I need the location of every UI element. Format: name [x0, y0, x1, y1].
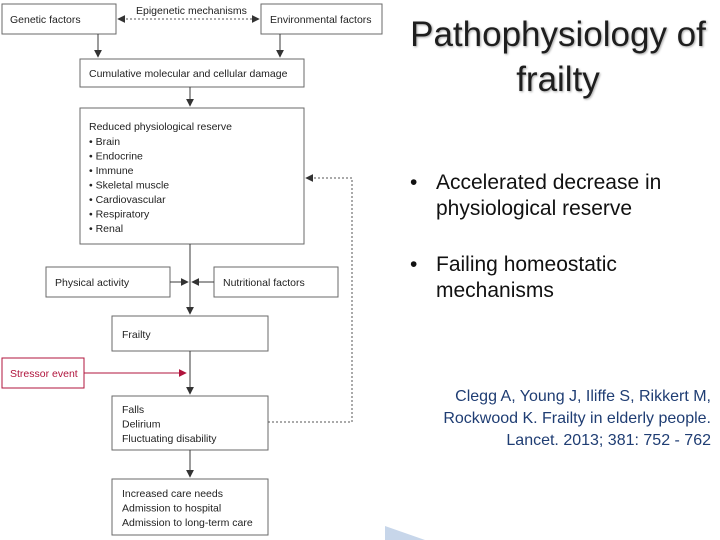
frailty-pathway-diagram: Genetic factors Epigenetic mechanisms En…: [1, 3, 383, 536]
stressor-event-label: Stressor event: [10, 368, 78, 380]
care-item: Admission to hospital: [122, 503, 221, 515]
stressor-event-box: [1, 357, 85, 389]
corner-decoration-shape: [385, 526, 425, 540]
feedback-dashed-arrow: [268, 174, 353, 423]
outcomes-box: [111, 395, 269, 451]
slide-title: Pathophysiology of frailty: [410, 15, 706, 99]
bullet-list: • Accelerated decrease in physiological …: [410, 170, 710, 334]
bullet-marker: •: [410, 171, 418, 194]
care-box: [111, 478, 269, 536]
care-item: Increased care needs: [122, 488, 223, 500]
reserve-item: • Endocrine: [89, 151, 143, 163]
reserve-item: • Skeletal muscle: [89, 180, 169, 192]
citation: Clegg A, Young J, Iliffe S, Rikkert M, R…: [443, 388, 711, 449]
reserve-item: • Respiratory: [89, 209, 150, 221]
care-item: Admission to long-term care: [122, 517, 253, 529]
reserve-item: • Brain: [89, 136, 120, 148]
environmental-factors-box: [260, 3, 383, 35]
outcome-item: Falls: [122, 404, 144, 416]
environmental-factors-label: Environmental factors: [270, 14, 372, 26]
nutritional-factors-label: Nutritional factors: [223, 277, 305, 289]
reserve-item: • Cardiovascular: [89, 194, 166, 206]
reduced-reserve-box: [79, 107, 305, 245]
epigenetic-mechanisms-label: Epigenetic mechanisms: [136, 5, 247, 17]
cumulative-damage-label: Cumulative molecular and cellular damage: [89, 68, 288, 80]
bullet-text: Failing homeostatic mechanisms: [436, 253, 617, 302]
physical-activity-label: Physical activity: [55, 277, 130, 289]
frailty-label: Frailty: [122, 329, 151, 341]
reserve-item: • Renal: [89, 223, 123, 235]
bullet-item: • Accelerated decrease in physiological …: [410, 170, 710, 222]
physical-activity-box: [45, 266, 171, 298]
bullet-text: Accelerated decrease in physiological re…: [436, 171, 662, 220]
outcome-item: Delirium: [122, 419, 161, 431]
genetic-factors-box: [1, 3, 117, 35]
outcome-item: Fluctuating disability: [122, 433, 217, 445]
cumulative-damage-box: [79, 58, 305, 88]
bullet-marker: •: [410, 253, 418, 276]
genetic-factors-label: Genetic factors: [10, 14, 81, 26]
reduced-reserve-heading: Reduced physiological reserve: [89, 121, 232, 133]
bullet-item: • Failing homeostatic mechanisms: [410, 252, 710, 304]
reserve-item: • Immune: [89, 165, 134, 177]
